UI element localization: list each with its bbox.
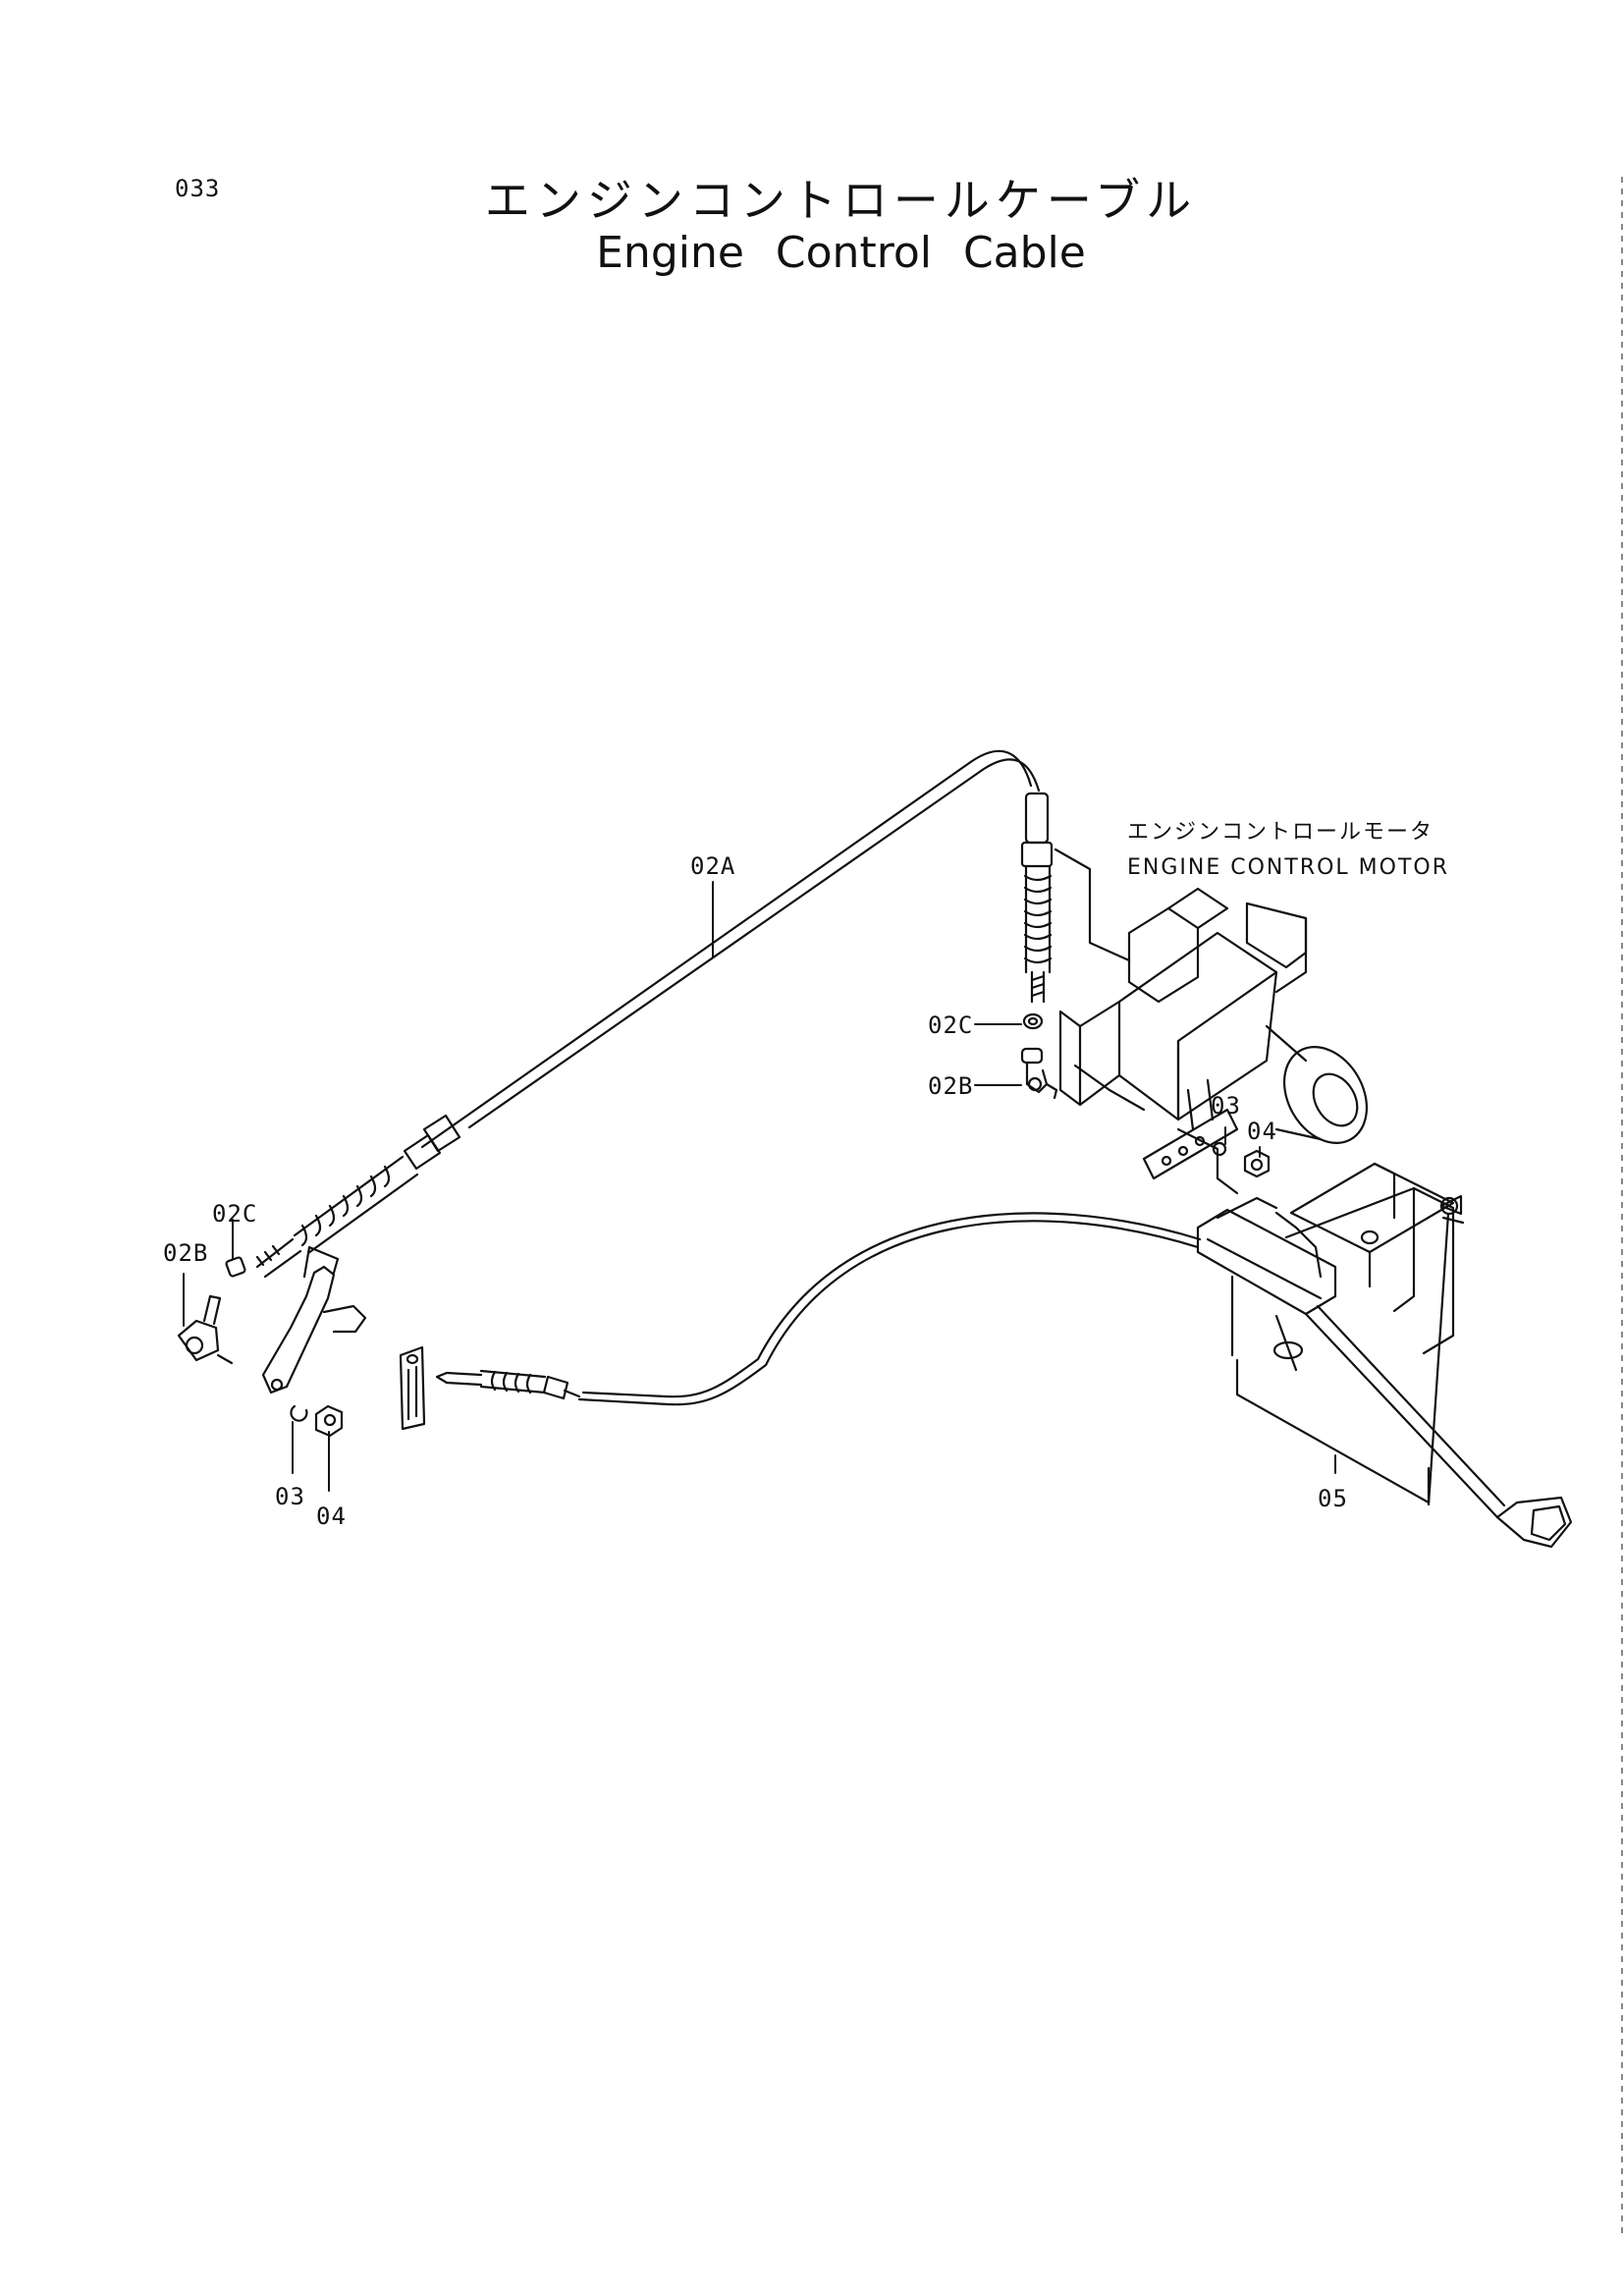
motor-label-english: ENGINE CONTROL MOTOR [1127,855,1450,880]
callout-04-right: 04 [1247,1118,1277,1145]
scan-edge-line [1621,177,1623,2239]
engine-control-motor [1054,847,1369,1195]
callout-leaders [183,881,1336,1492]
cable-02A-wire-inner [467,758,1041,1129]
motor-label-japanese: エンジンコントロールモータ [1127,820,1434,845]
cable-05 [399,1212,1202,1431]
cable-05-wire-inner [581,1212,1202,1398]
cable-02A-lower-fitting [255,1114,463,1279]
callout-02C-right: 02C [928,1011,974,1039]
cable-02A [255,749,1054,1279]
engine-control-motor-label: エンジンコントロールモータ ENGINE CONTROL MOTOR [1127,815,1449,886]
callout-02B-right: 02B [928,1072,974,1100]
cable-02A-upper-fitting [1020,792,1054,1004]
page-title-japanese: エンジンコントロールケーブル [484,174,1198,227]
callout-02B-left: 02B [163,1239,209,1267]
callout-02A: 02A [690,852,736,880]
cable-05-wire [577,1220,1200,1406]
page-title-english: Engine Control Cable [596,228,1086,278]
callout-05: 05 [1318,1485,1348,1512]
callout-03-right: 03 [1211,1092,1241,1120]
callout-02C-left: 02C [212,1200,258,1228]
callout-04-left: 04 [316,1503,347,1530]
left-linkage-parts [177,1245,367,1438]
cable-02A-wire [460,749,1033,1121]
parts-02C-02B-right [1020,1012,1271,1178]
callout-03-left: 03 [275,1483,305,1510]
control-unit-05 [1196,1162,1573,1549]
page-number: 033 [175,175,221,202]
